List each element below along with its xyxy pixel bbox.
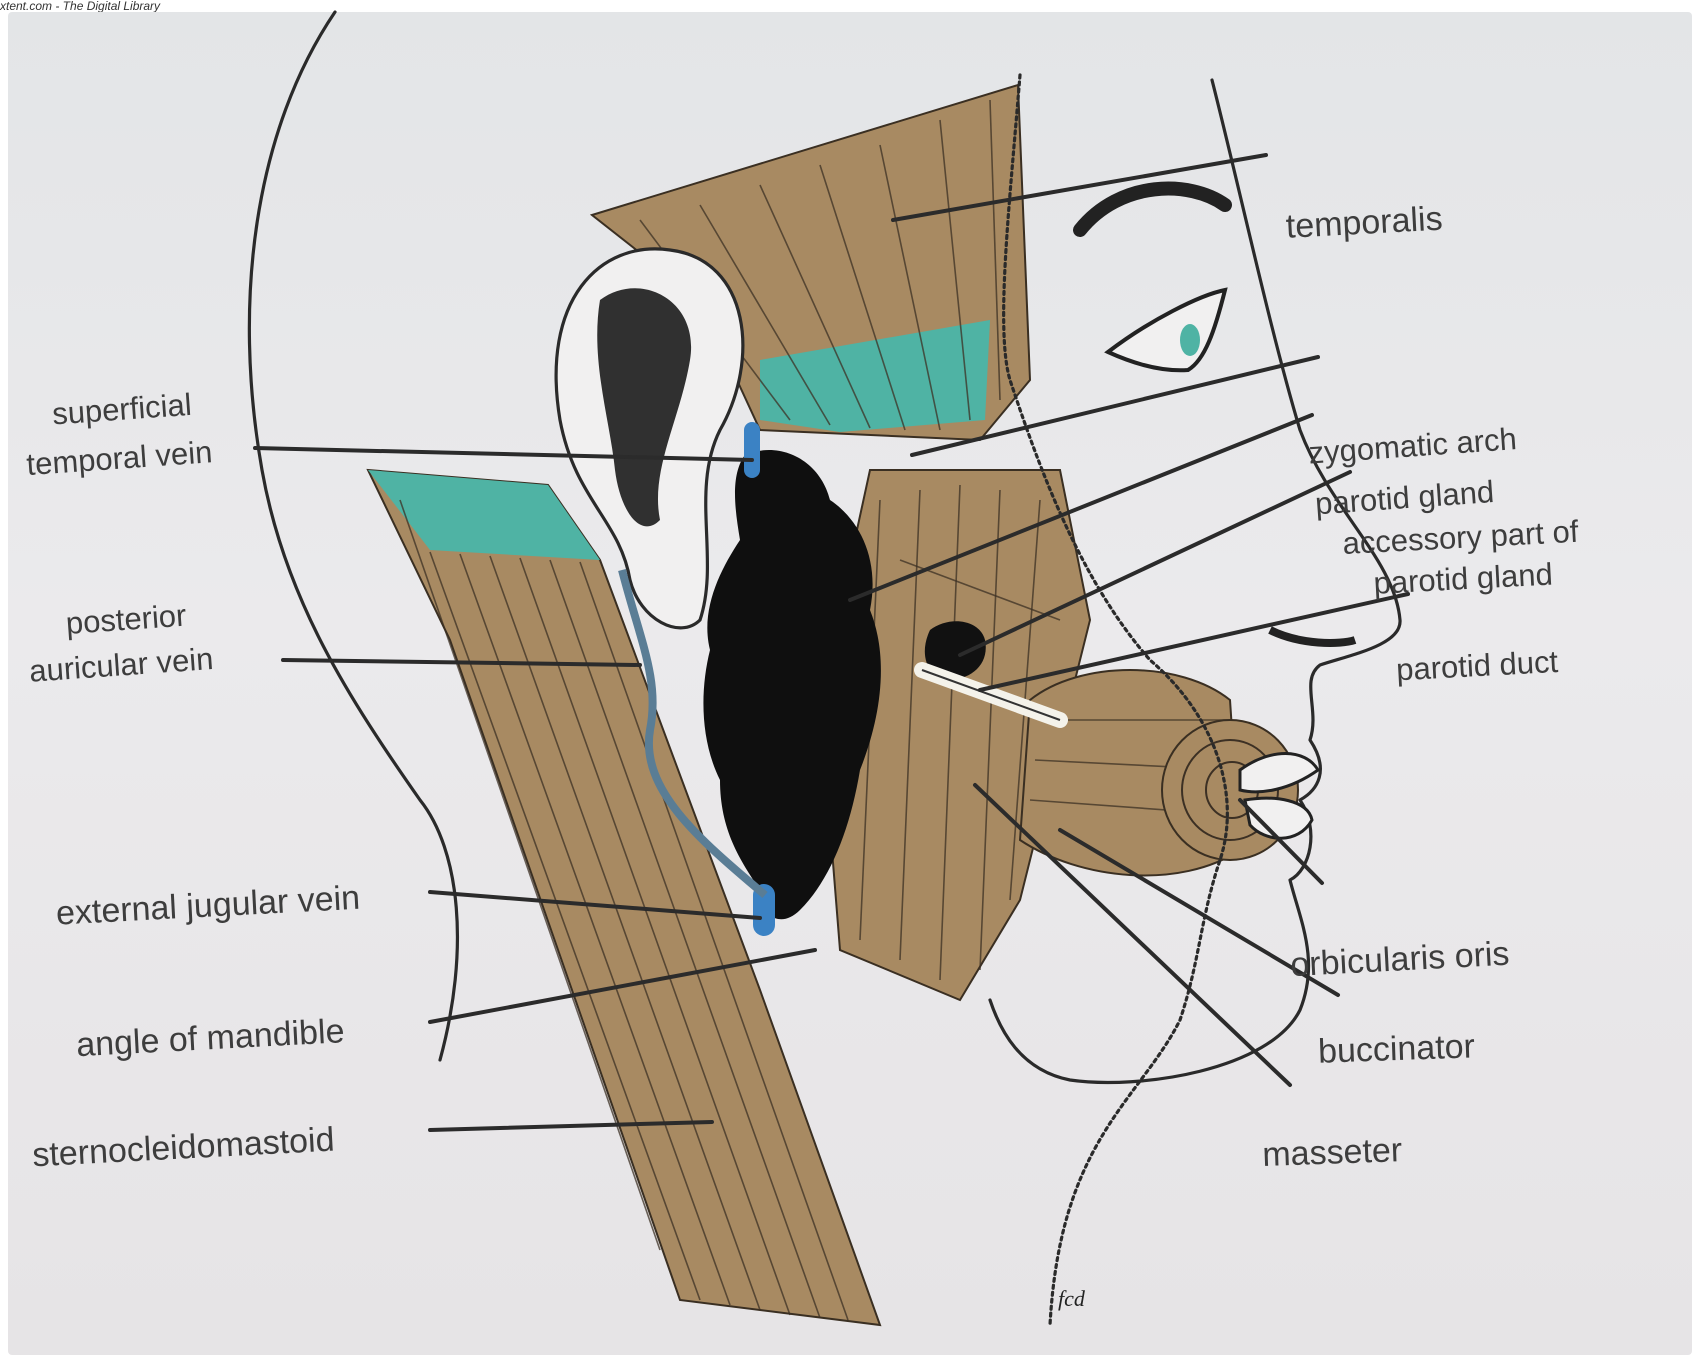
label-superficial-temporal-vein-line1: superficial	[51, 387, 193, 432]
label-angle-of-mandible: angle of mandible	[75, 1012, 345, 1064]
label-masseter: masseter	[1262, 1131, 1403, 1174]
label-parotid-duct: parotid duct	[1395, 644, 1559, 687]
label-accessory-part-line1: accessory part of	[1342, 514, 1580, 561]
label-posterior-auricular-vein-line2: auricular vein	[28, 641, 214, 689]
label-superficial-temporal-vein-line2: temporal vein	[25, 434, 213, 482]
label-posterior-auricular-vein-line1: posterior	[65, 598, 188, 641]
label-temporalis: temporalis	[1285, 200, 1444, 246]
label-parotid-gland: parotid gland	[1314, 474, 1495, 521]
artist-signature: fcd	[1058, 1286, 1086, 1311]
eye	[1108, 290, 1225, 370]
label-buccinator: buccinator	[1317, 1027, 1475, 1070]
eyebrow	[1080, 189, 1225, 230]
label-zygomatic-arch: zygomatic arch	[1307, 421, 1517, 470]
eye-iris	[1180, 324, 1200, 356]
label-sternocleidomastoid: sternocleidomastoid	[31, 1121, 335, 1175]
label-accessory-part-line2: parotid gland	[1373, 556, 1554, 600]
label-external-jugular-vein: external jugular vein	[55, 879, 361, 933]
label-orbicularis-oris: orbicularis oris	[1289, 935, 1510, 984]
nostril	[1270, 630, 1355, 643]
